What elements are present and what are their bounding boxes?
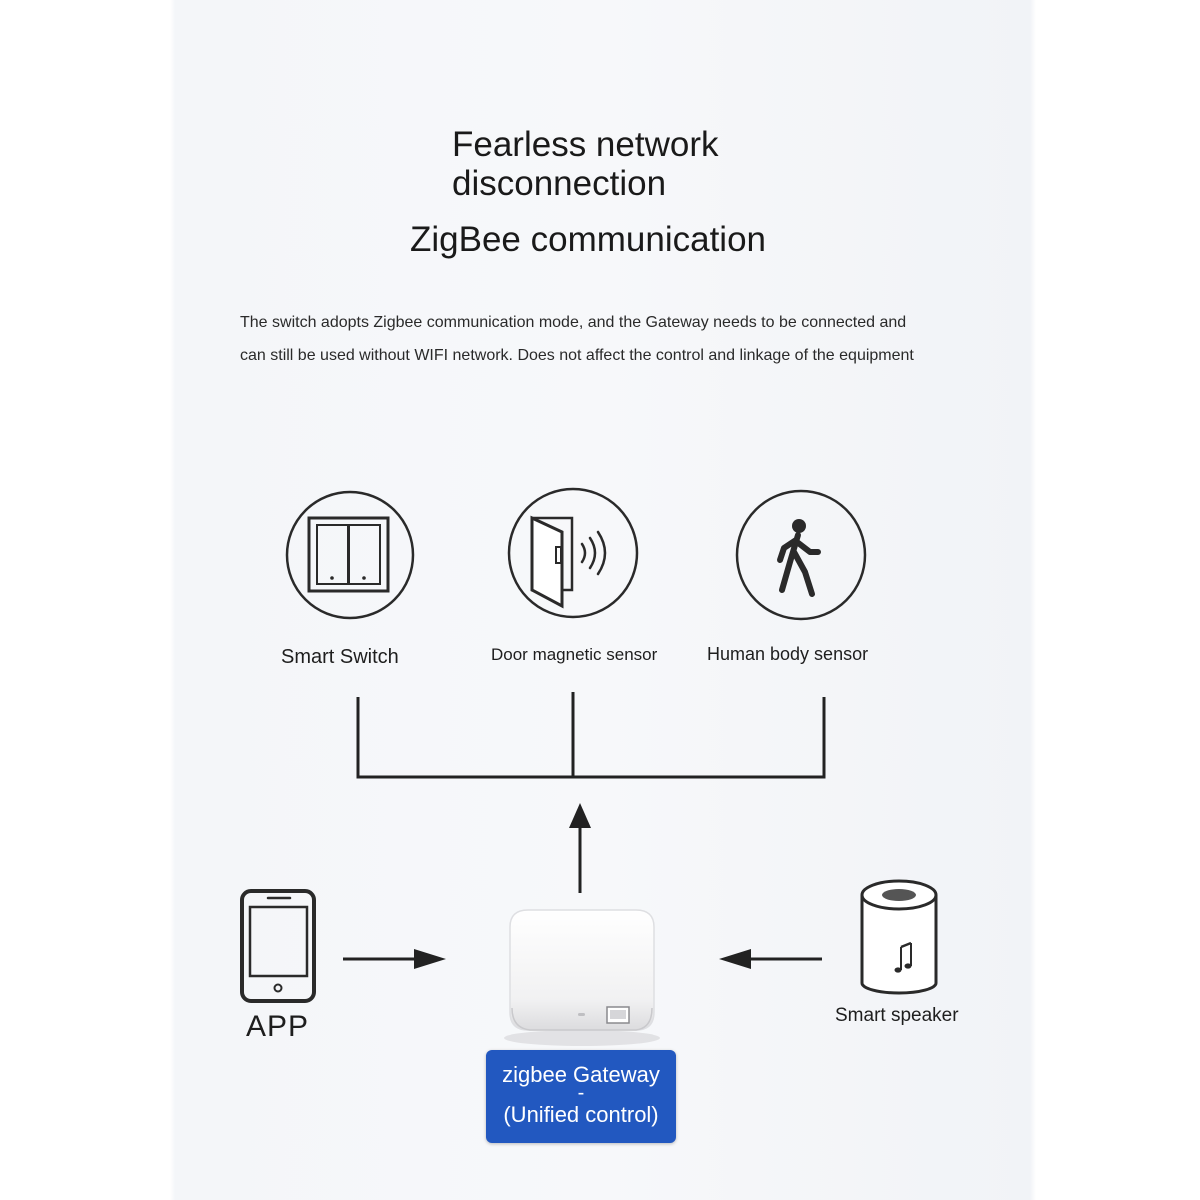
smartphone-icon [240, 889, 316, 1003]
connector-lines [356, 692, 826, 779]
arrow-up-icon [569, 803, 591, 893]
speaker-label: Smart speaker [835, 1005, 959, 1026]
music-note-icon [894, 941, 912, 973]
app-label: APP [246, 1010, 310, 1043]
device-label-door-sensor: Door magnetic sensor [491, 645, 658, 664]
gateway-label-dash: - [577, 1082, 585, 1104]
zigbee-hub-icon [504, 909, 660, 1046]
walking-person-icon [735, 489, 867, 621]
page-subtitle: ZigBee communication [410, 220, 766, 259]
title-line-1: Fearless network [452, 125, 719, 164]
light-switch-icon [285, 490, 415, 620]
door-sensor-icon [507, 487, 639, 619]
description: The switch adopts Zigbee communication m… [240, 306, 970, 372]
arrow-right-icon [343, 949, 446, 969]
description-line-1: The switch adopts Zigbee communication m… [240, 314, 907, 331]
arrow-left-icon [719, 949, 822, 969]
title-line-2: disconnection [452, 164, 667, 203]
speaker-icon [860, 879, 938, 995]
device-label-human-sensor: Human body sensor [707, 644, 869, 664]
description-line-2: can still be used without WIFI network. … [240, 347, 914, 364]
page-title: Fearless network disconnection [452, 125, 718, 203]
gateway-sublabel: (Unified control) [503, 1102, 659, 1127]
gateway-label: zigbee Gateway [502, 1062, 660, 1087]
gateway-badge: zigbee Gateway - (Unified control) [486, 1050, 676, 1143]
device-label-smart-switch: Smart Switch [281, 646, 399, 668]
